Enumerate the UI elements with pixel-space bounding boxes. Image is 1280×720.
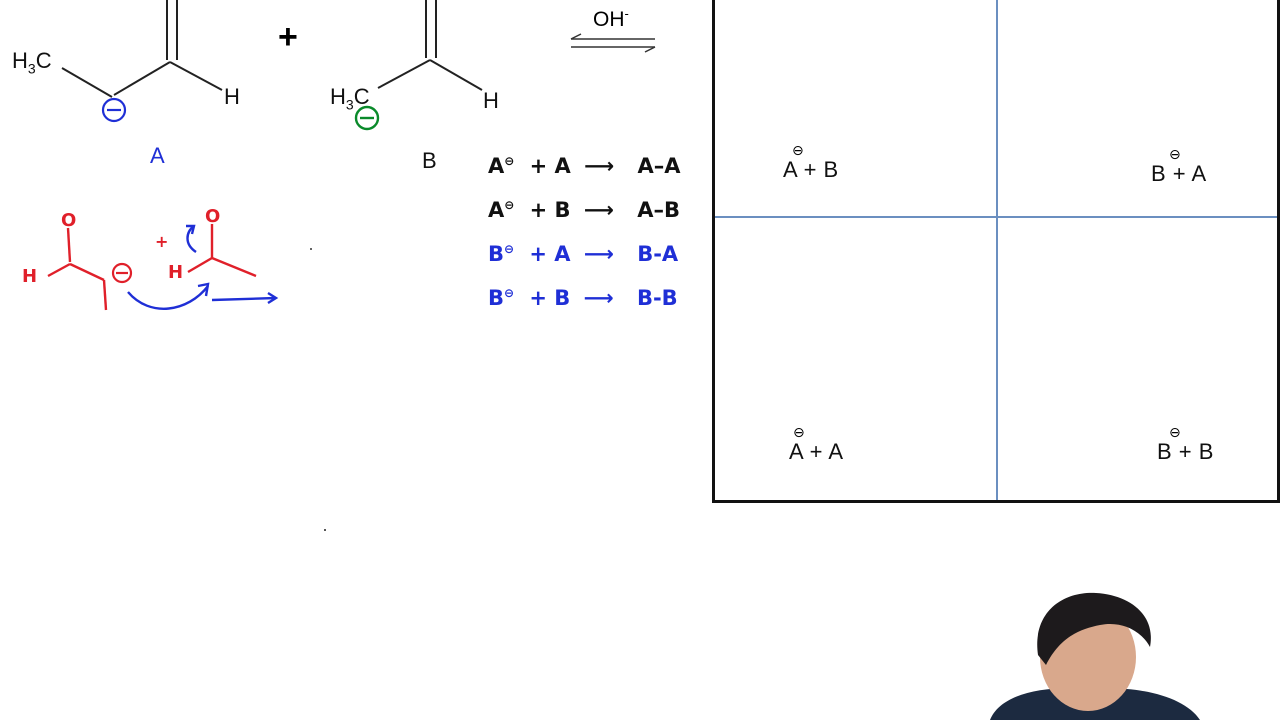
reaction-arrow: ⟶ bbox=[583, 242, 614, 266]
molecule-b-hydrogen: H bbox=[483, 88, 499, 113]
grid-cell-text: A + A bbox=[789, 439, 844, 464]
grid-cell-top-left: ⊖ A + B bbox=[783, 142, 839, 183]
grid-horizontal-line bbox=[715, 216, 1277, 218]
anion-marker: ⊖ bbox=[792, 142, 804, 158]
stray-dot bbox=[310, 248, 312, 250]
molecule-b-methyl: H3C bbox=[330, 84, 370, 113]
mechanism-sketch bbox=[47, 224, 312, 311]
bond-a-left bbox=[61, 67, 113, 98]
carbanion-circle-mech bbox=[111, 262, 133, 284]
bond-b-left bbox=[377, 59, 431, 89]
reaction-arrow-mech bbox=[211, 296, 277, 302]
methyl-bond-2 bbox=[211, 256, 257, 278]
bond-a-middle bbox=[113, 61, 171, 96]
reaction-row: B⊖ + B ⟶ B-B bbox=[488, 286, 678, 310]
grid-cell-bottom-left: ⊖ A + A bbox=[789, 424, 844, 465]
anion-marker: ⊖ bbox=[1169, 424, 1181, 440]
anion-marker: ⊖ bbox=[793, 424, 805, 440]
alpha-bond-1 bbox=[102, 279, 108, 311]
reaction-arrow: ⟶ bbox=[584, 154, 615, 178]
reaction-row: A⊖ + A ⟶ A–A bbox=[488, 154, 681, 178]
presenter-hair bbox=[1037, 592, 1151, 665]
mech-oxygen-1: O bbox=[61, 210, 77, 231]
carbanion-circle-b bbox=[354, 105, 380, 131]
bond-a-right bbox=[169, 61, 223, 91]
catalyst-label: OH- bbox=[593, 6, 629, 31]
mech-plus: + bbox=[155, 232, 169, 251]
molecule-a-skeleton bbox=[61, 0, 223, 123]
reaction-arrow: ⟶ bbox=[583, 286, 614, 310]
mech-hydrogen-1: H bbox=[22, 266, 38, 287]
reaction-row: B⊖ + A ⟶ B-A bbox=[488, 242, 679, 266]
grid-cell-text: A + B bbox=[783, 157, 839, 182]
carbonyl-bond-1 bbox=[66, 227, 72, 263]
attack-arrow bbox=[127, 285, 209, 310]
grid-cell-bottom-right: ⊖ B + B bbox=[1157, 424, 1214, 465]
equilibrium-arrows bbox=[570, 33, 656, 53]
molecule-a-label: A bbox=[150, 143, 165, 168]
carbanion-circle-a bbox=[101, 97, 127, 123]
mech-oxygen-2: O bbox=[205, 206, 221, 227]
reaction-row: A⊖ + B ⟶ A–B bbox=[488, 198, 680, 222]
molecule-a-hydrogen: H bbox=[224, 84, 240, 109]
stray-dot bbox=[324, 529, 326, 531]
h-bond-2 bbox=[187, 256, 213, 274]
molecule-b-label: B bbox=[422, 148, 437, 173]
molecule-b-skeleton bbox=[354, 0, 483, 131]
grid-cell-text: B + B bbox=[1157, 439, 1214, 464]
grid-cell-text: B + A bbox=[1151, 161, 1207, 186]
grid-vertical-line bbox=[996, 0, 998, 500]
carbonyl-arrow bbox=[186, 225, 197, 253]
reaction-arrow: ⟶ bbox=[583, 198, 614, 222]
mech-hydrogen-2: H bbox=[168, 262, 184, 283]
molecule-a-methyl: H3C bbox=[12, 48, 52, 77]
plus-sign: + bbox=[278, 18, 298, 56]
c-c-bond-1 bbox=[69, 262, 105, 282]
bond-b-right bbox=[429, 59, 483, 91]
product-grid: ⊖ A + B ⊖ B + A ⊖ A + A ⊖ B + B bbox=[712, 0, 1280, 503]
presenter-webcam bbox=[990, 592, 1200, 720]
anion-marker: ⊖ bbox=[1169, 146, 1181, 162]
grid-cell-top-right: ⊖ B + A bbox=[1151, 146, 1207, 187]
h-bond-1 bbox=[47, 262, 71, 278]
